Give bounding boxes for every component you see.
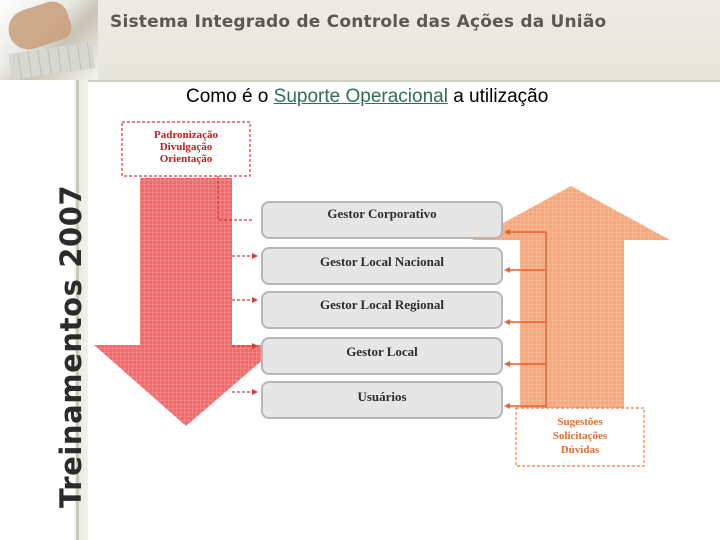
level-box-gestor-local-regional: Gestor Local Regional (262, 292, 502, 328)
level-box-usuarios: Usuários (262, 382, 502, 418)
bottom-note-line-1: Sugestões (557, 416, 603, 428)
red-arrowheads (252, 253, 258, 395)
orange-arrowheads (504, 229, 510, 409)
level-box-gestor-local-nacional: Gestor Local Nacional (262, 248, 502, 284)
level-label-gestor-local-regional: Gestor Local Regional (320, 297, 444, 312)
level-box-gestor-local: Gestor Local (262, 338, 502, 374)
top-note-line-3: Orientação (160, 153, 213, 165)
level-label-usuarios: Usuários (357, 389, 406, 404)
bottom-note-line-2: Solicitações (553, 430, 608, 442)
level-box-gestor-corporativo: Gestor Corporativo (262, 202, 502, 238)
level-label-gestor-local-nacional: Gestor Local Nacional (320, 254, 444, 269)
top-note-line-2: Divulgação (160, 141, 213, 153)
bottom-note-line-3: Dúvidas (561, 444, 600, 456)
level-label-gestor-corporativo: Gestor Corporativo (327, 206, 436, 221)
top-note-line-1: Padronização (154, 129, 218, 141)
level-label-gestor-local: Gestor Local (346, 344, 418, 359)
